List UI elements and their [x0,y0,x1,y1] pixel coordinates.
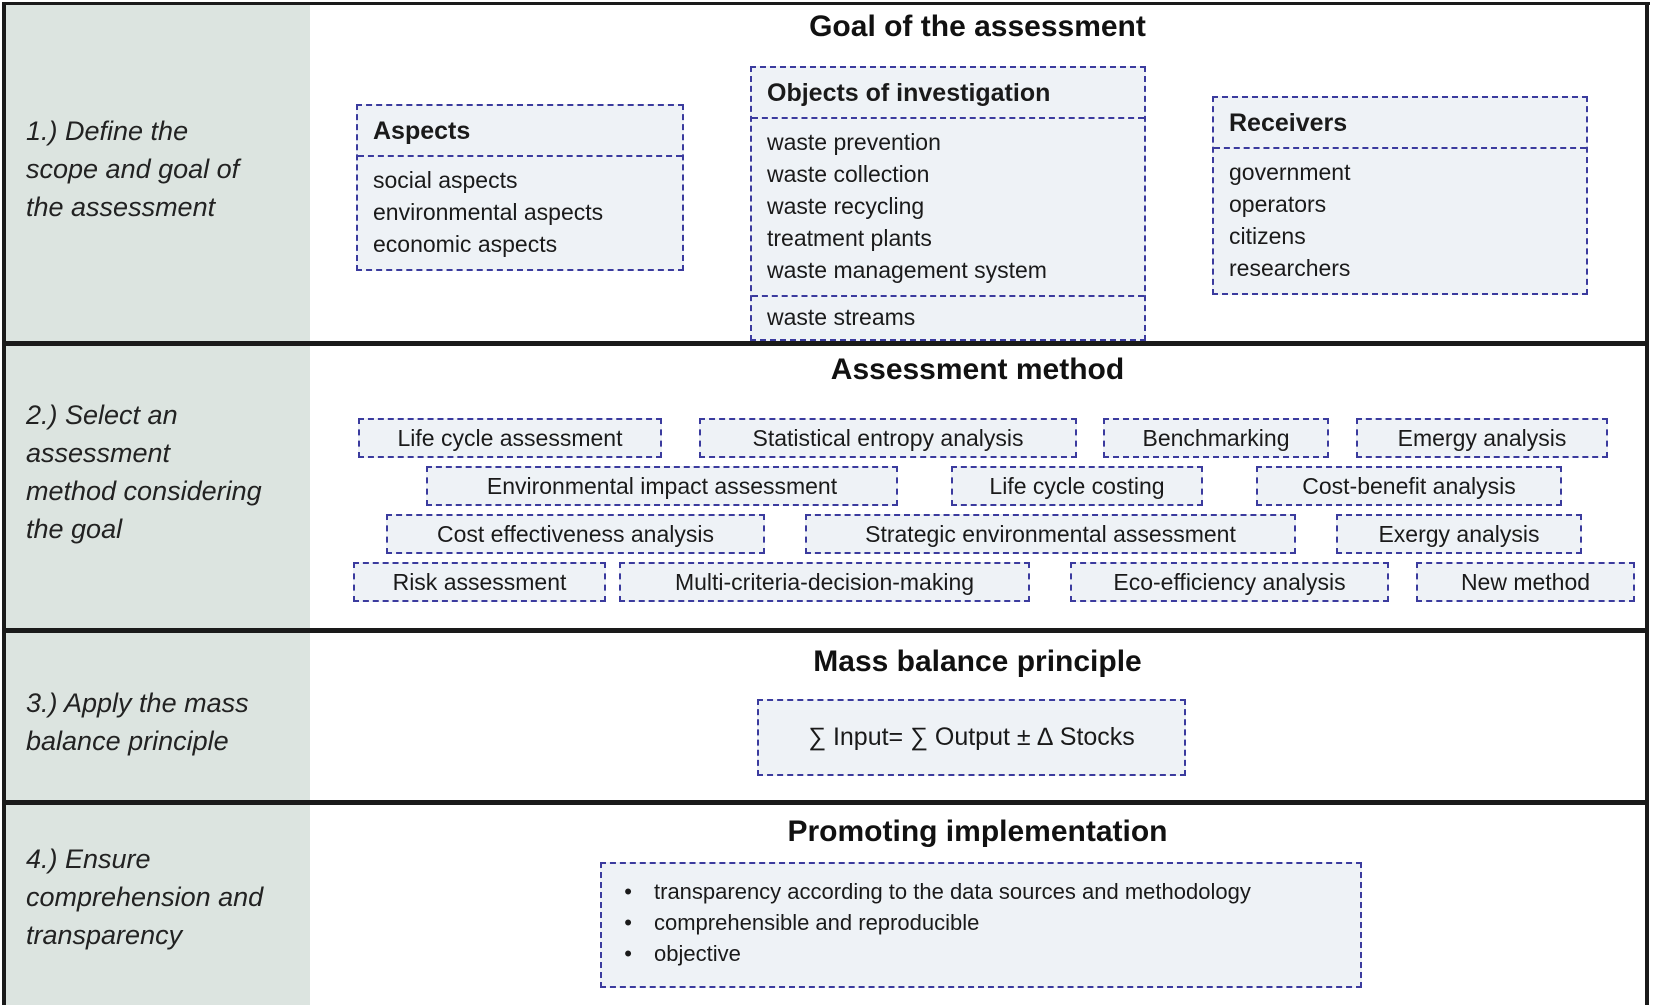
objects-footer-item: waste streams [752,295,1144,339]
bullet-text: transparency according to the data sourc… [654,879,1251,904]
method-box-life-cycle-costing: Life cycle costing [951,466,1203,506]
method-box-environmental-impact-assessment: Environmental impact assessment [426,466,898,506]
method-box-eco-efficiency-analysis: Eco-efficiency analysis [1070,562,1389,602]
mass-balance-formula-box: ∑ Input= ∑ Output ± ∆ Stocks [757,699,1186,776]
method-box-benchmarking: Benchmarking [1103,418,1329,458]
list-item: environmental aspects [373,199,604,225]
method-box-strategic-environmental-assessment: Strategic environmental assessment [805,514,1296,554]
bullet-item: • objective [602,938,1360,969]
receivers-box: Receivers government operators citizens … [1212,96,1588,295]
bullet-marker: • [624,910,632,935]
step-2-label: 2.) Select an assessment method consider… [26,400,262,544]
list-item: waste recycling [767,193,925,219]
bullet-item: • comprehensible and reproducible [602,907,1360,938]
list-item: treatment plants [767,225,932,251]
list-item: citizens [1229,223,1306,249]
method-box-multi-criteria-decision-making: Multi-criteria-decision-making [619,562,1030,602]
row-divider-2 [2,628,1649,633]
row-divider-3 [2,800,1649,805]
sidebar-cell-step2 [6,346,310,628]
bullet-marker: • [624,879,632,904]
aspects-list: social aspects environmental aspects eco… [358,157,682,269]
method-box-statistical-entropy-analysis: Statistical entropy analysis [699,418,1077,458]
list-item: operators [1229,191,1327,217]
row-3-title: Mass balance principle [813,645,1142,678]
list-item: waste collection [767,161,930,187]
bullet-item: • transparency according to the data sou… [602,876,1360,907]
receivers-header: Receivers [1214,98,1586,149]
list-item: social aspects [373,167,518,193]
frame-border-left [2,2,6,1005]
method-box-cost-effectiveness-analysis: Cost effectiveness analysis [386,514,765,554]
step-4-label: 4.) Ensure comprehension and transparenc… [26,844,264,950]
receivers-list: government operators citizens researcher… [1214,149,1586,293]
method-box-new-method: New method [1416,562,1635,602]
bullet-marker: • [624,941,632,966]
aspects-header: Aspects [358,106,682,157]
step-1-label: 1.) Define the scope and goal of the ass… [26,116,240,222]
sidebar-cell-step4 [6,805,310,1005]
method-box-cost-benefit-analysis: Cost-benefit analysis [1256,466,1562,506]
row-2-title: Assessment method [830,353,1125,386]
list-item: government [1229,159,1351,185]
objects-list: waste prevention waste collection waste … [752,119,1144,295]
row-1-title: Goal of the assessment [809,10,1146,43]
method-box-emergy-analysis: Emergy analysis [1356,418,1608,458]
method-box-exergy-analysis: Exergy analysis [1336,514,1582,554]
sidebar-cell-step1 [6,5,310,341]
method-box-life-cycle-assessment: Life cycle assessment [358,418,662,458]
mass-balance-formula: ∑ Input= ∑ Output ± ∆ Stocks [808,723,1135,751]
sidebar-cell-step3 [6,633,310,800]
objects-header: Objects of investigation [752,68,1144,119]
bullet-text: objective [654,941,741,966]
list-item: waste management system [767,257,1047,283]
method-box-risk-assessment: Risk assessment [353,562,606,602]
aspects-box: Aspects social aspects environmental asp… [356,104,684,271]
list-item: economic aspects [373,231,558,257]
row-divider-1 [2,341,1649,346]
promoting-implementation-box: • transparency according to the data sou… [600,862,1362,988]
frame-border-right [1645,2,1649,1005]
row-4-title: Promoting implementation [787,815,1168,848]
frame-border-top [2,2,1650,5]
list-item: researchers [1229,255,1351,281]
list-item: waste prevention [767,129,941,155]
step-3-label: 3.) Apply the mass balance principle [26,688,249,756]
bullet-text: comprehensible and reproducible [654,910,980,935]
objects-of-investigation-box: Objects of investigation waste preventio… [750,66,1146,341]
